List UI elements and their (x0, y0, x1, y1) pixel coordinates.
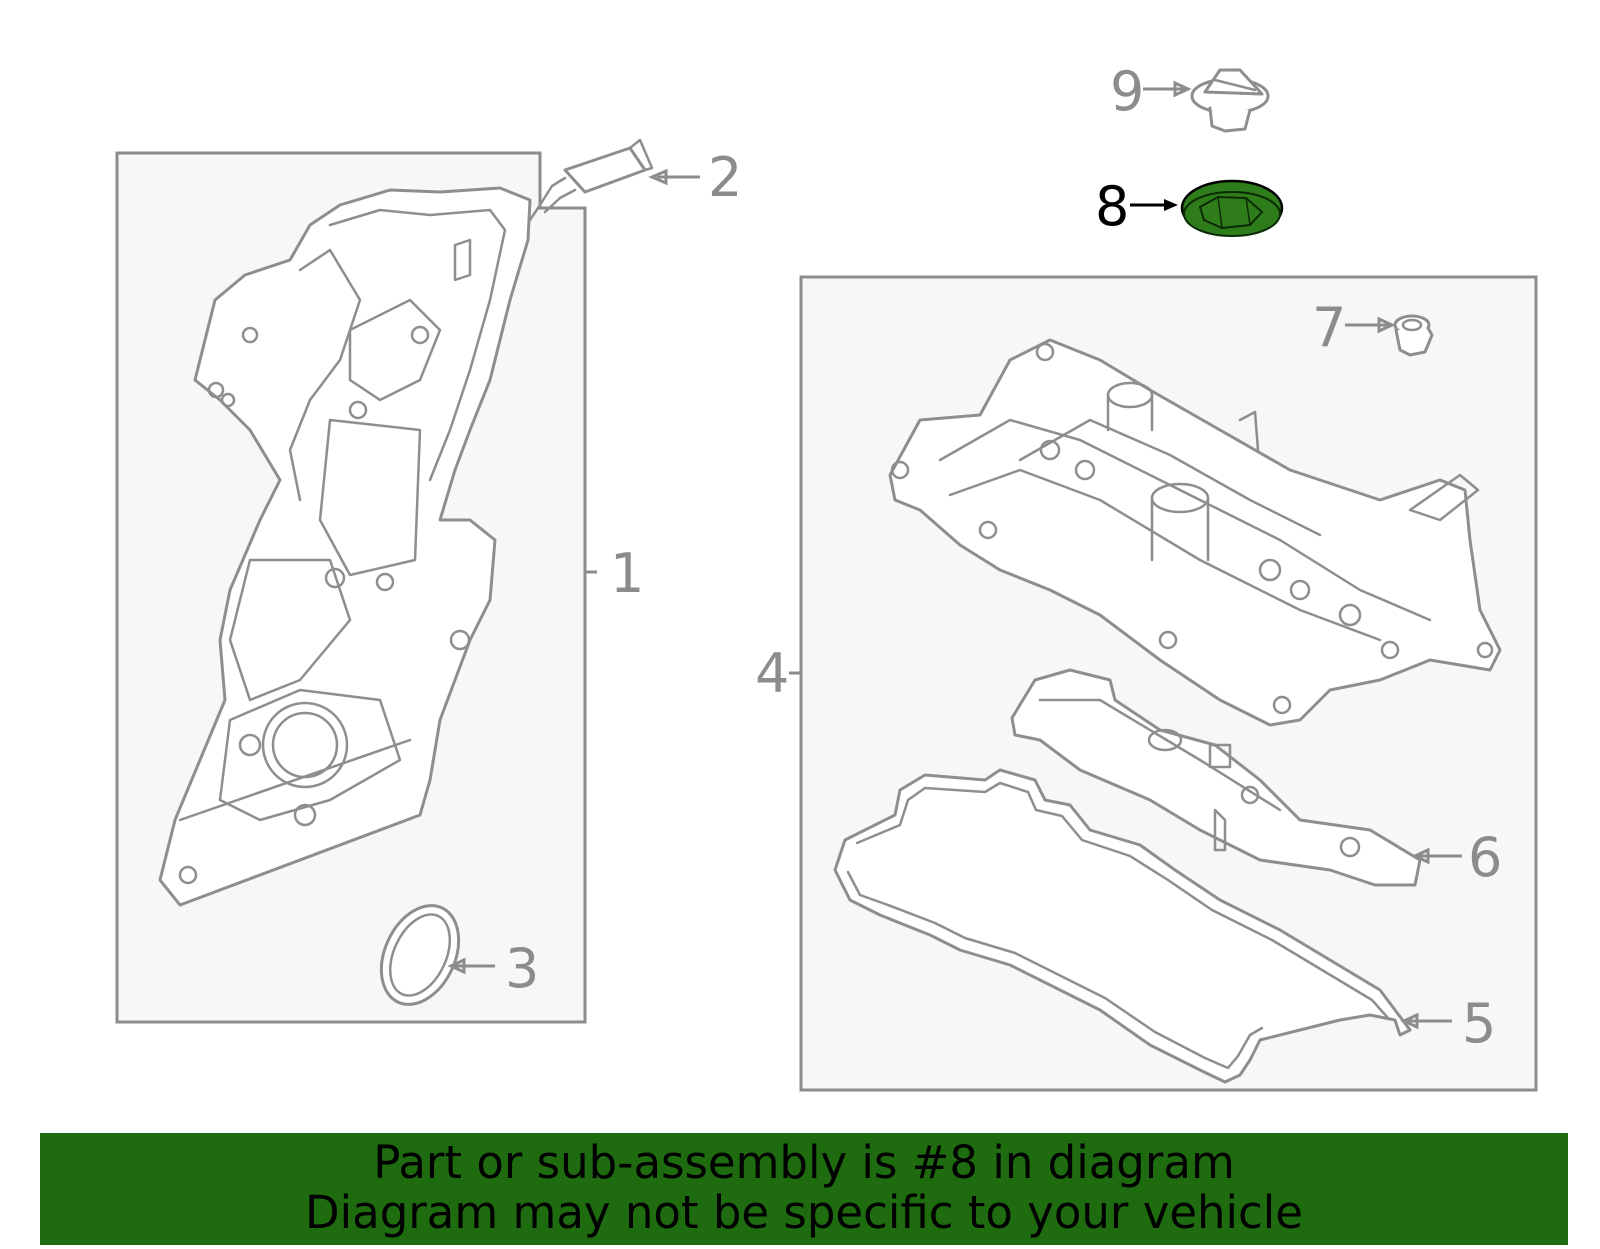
callout-7: 7 (1312, 296, 1346, 359)
callout-9: 9 (1110, 60, 1144, 123)
callout-6: 6 (1468, 826, 1502, 889)
baffle-part[interactable] (1010, 668, 1422, 887)
callout-2: 2 (708, 146, 742, 209)
callout-1: 1 (610, 542, 644, 605)
info-banner: Part or sub-assembly is #8 in diagram Di… (40, 1133, 1568, 1245)
timing-cover-part[interactable] (158, 186, 532, 907)
callout-5: 5 (1462, 992, 1496, 1055)
gasket-part[interactable] (833, 768, 1412, 1084)
banner-line-2: Diagram may not be specific to your vehi… (305, 1186, 1303, 1239)
grommet-part[interactable] (1393, 314, 1434, 357)
callout-8: 8 (1095, 175, 1129, 238)
oil-cap-part[interactable] (1190, 68, 1270, 133)
valve-cover-part[interactable] (888, 338, 1502, 727)
callout-3: 3 (505, 937, 539, 1000)
leader-lines (447, 80, 1462, 1030)
seal-part[interactable] (366, 893, 473, 1017)
highlighted-seal-part[interactable] (1180, 179, 1284, 237)
sensor-part[interactable] (528, 138, 654, 222)
banner-line-1: Part or sub-assembly is #8 in diagram (373, 1136, 1235, 1189)
callout-4: 4 (755, 642, 789, 705)
